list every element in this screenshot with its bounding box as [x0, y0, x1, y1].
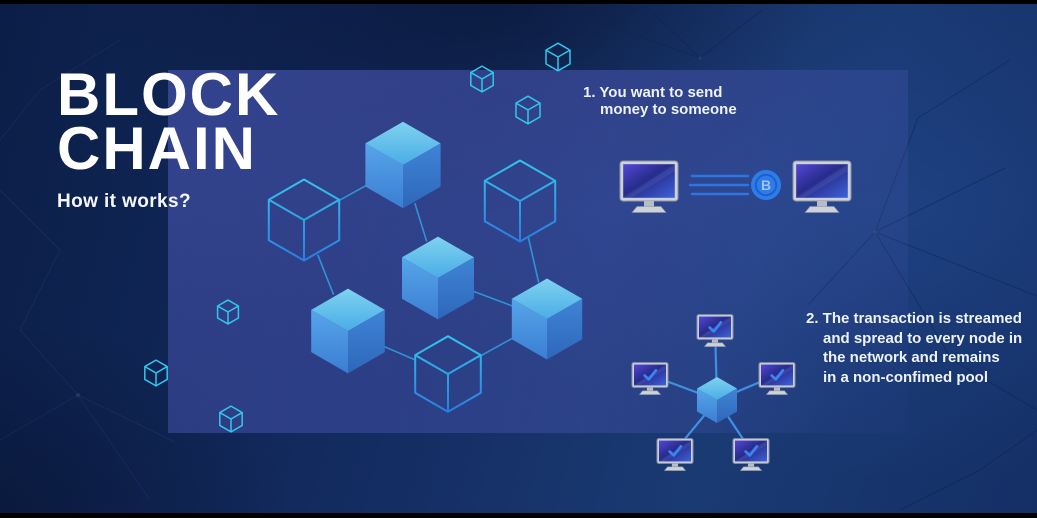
title-subtitle: How it works? [57, 191, 191, 212]
title-line-2: CHAIN [57, 115, 257, 182]
step-line: the network and remains [823, 349, 1000, 366]
title-line-1: BLOCK [57, 61, 281, 128]
step-line: 1. You want to send [583, 84, 723, 101]
bottom-black-bar [0, 513, 1037, 518]
title-block: BLOCK CHAIN How it works? [57, 61, 281, 213]
top-black-bar [0, 0, 1037, 4]
step-2-caption: 2. The transaction is streamed and spread… [806, 309, 1036, 387]
step-line: in a non-confimed pool [823, 368, 988, 386]
network-lines-light [0, 39, 176, 501]
step-line: and spread to every node in [823, 329, 1023, 347]
step-line: 2. The transaction is streamed [806, 310, 1022, 327]
step-line: money to someone [600, 101, 737, 118]
